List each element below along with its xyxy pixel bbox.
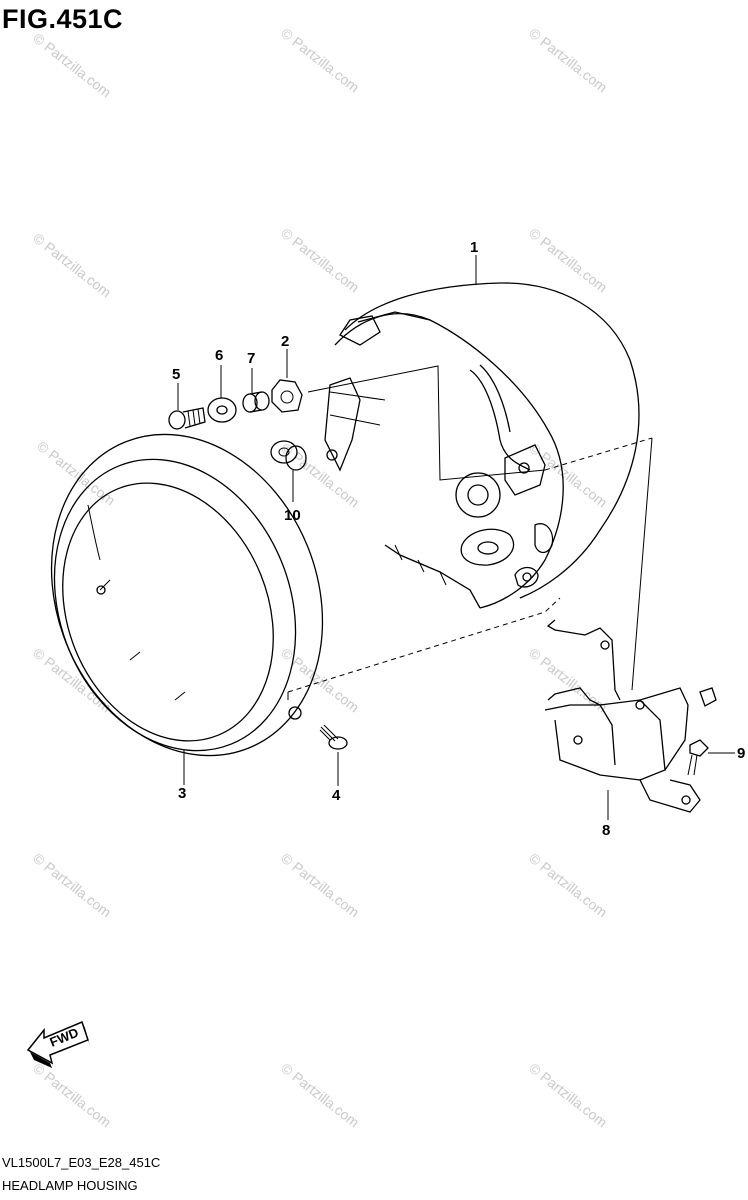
watermark-1: © Partzilla.com [30,30,114,101]
watermark-11: © Partzilla.com [278,645,362,716]
fwd-arrow-icon: FWD [26,1020,90,1068]
watermark-2: © Partzilla.com [278,25,362,96]
part-nut[interactable] [271,379,303,413]
watermark-9: © Partzilla.com [526,440,610,511]
callout-5[interactable]: 5 [172,366,180,383]
callout-1[interactable]: 1 [470,239,478,256]
watermark-18: © Partzilla.com [526,1060,610,1131]
figure-code: VL1500L7_E03_E28_451C [2,1155,161,1170]
watermark-17: © Partzilla.com [278,1060,362,1131]
watermark-16: © Partzilla.com [30,1060,114,1131]
callout-4[interactable]: 4 [332,787,341,804]
watermark-8: © Partzilla.com [278,440,362,511]
part-washer[interactable] [207,397,237,423]
watermark-15: © Partzilla.com [526,850,610,921]
assembly-lines [287,365,653,700]
callout-6[interactable]: 6 [215,347,223,364]
callout-3[interactable]: 3 [178,785,186,802]
part-rim[interactable] [5,393,370,796]
part-bolt-5[interactable] [168,407,206,430]
watermark-5: © Partzilla.com [278,225,362,296]
callouts: 1 2 3 4 5 6 7 8 9 10 [172,239,745,839]
callout-2[interactable]: 2 [281,333,289,350]
part-screw-4[interactable] [319,724,348,750]
figure-title: FIG.451C [2,4,124,34]
part-grommet[interactable] [270,440,307,471]
callout-9[interactable]: 9 [737,745,745,762]
part-bracket[interactable] [544,619,717,813]
watermark-4: © Partzilla.com [30,230,114,301]
part-housing[interactable] [324,282,640,609]
part-collar[interactable] [242,391,270,413]
callout-7[interactable]: 7 [247,350,255,367]
watermark-14: © Partzilla.com [278,850,362,921]
watermark-6: © Partzilla.com [526,225,610,296]
part-bolt-9[interactable] [687,739,709,776]
callout-10[interactable]: 10 [284,507,301,524]
figure-caption: HEADLAMP HOUSING [2,1178,138,1193]
callout-8[interactable]: 8 [602,822,610,839]
watermark-13: © Partzilla.com [30,850,114,921]
watermark-3: © Partzilla.com [526,25,610,96]
